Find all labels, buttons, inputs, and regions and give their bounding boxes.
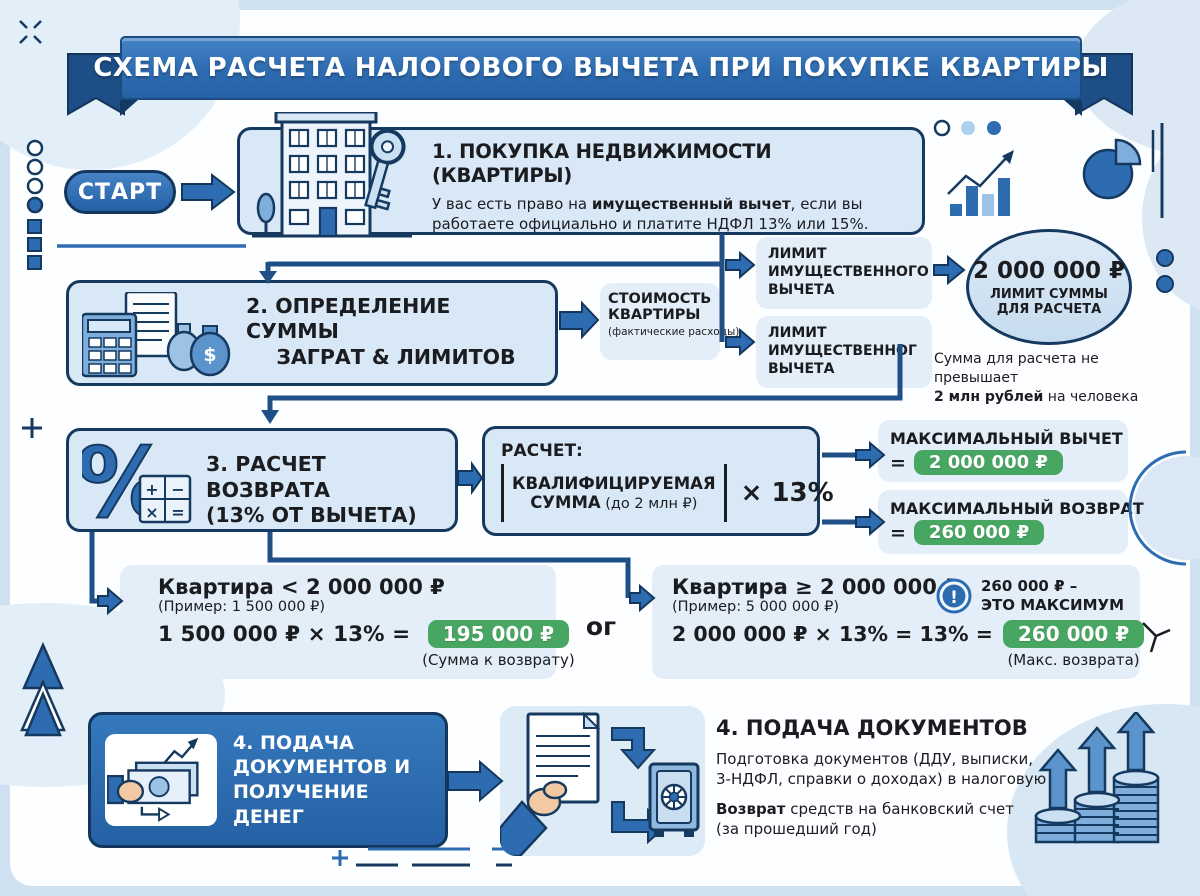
calculator-money-icon: $	[82, 292, 231, 378]
coins-growth-icon	[1034, 712, 1160, 844]
max-deduction-box: МАКСИМАЛЬНЫЙ ВЫЧЕТ = 2 000 000 ₽	[878, 420, 1128, 482]
cost-note: (фактические расходы)	[608, 326, 740, 338]
case-right-box: Квартира ≥ 2 000 000 ₽ (Пример: 5 000 00…	[652, 565, 1145, 679]
step4-left-box: 4. ПОДАЧА ДОКУМЕНТОВ И ПОЛУЧЕНИЕ ДЕНЕГ	[88, 712, 448, 848]
step3-title-line1: 3. РАСЧЕТ ВОЗВРАТА	[206, 452, 330, 502]
step1-title: 1. ПОКУПКА НЕДВИЖИМОСТИ (КВАРТИРЫ)	[432, 140, 772, 188]
start-button: СТАРТ	[64, 170, 176, 214]
svg-text:−: −	[171, 480, 184, 499]
step4-right-text: 4. ПОДАЧА ДОКУМЕНТОВ Подготовка документ…	[716, 716, 1052, 839]
step1-body: У вас есть право на имущественный вычет,…	[432, 194, 869, 233]
step3-box	[66, 428, 458, 532]
key-icon	[364, 128, 406, 211]
calc-label: РАСЧЕТ:	[501, 441, 583, 461]
svg-text:$: $	[203, 344, 216, 366]
step4-right-title: 4. ПОДАЧА ДОКУМЕНТОВ	[716, 716, 1028, 740]
percent-calc-icon: % +− ×=	[82, 438, 192, 526]
bracket-left	[501, 464, 504, 522]
limit-circle: 2 000 000 ₽ ЛИМИТ СУММЫ ДЛЯ РАСЧЕТА	[966, 229, 1132, 345]
max-return-value: 260 000 ₽	[913, 520, 1045, 545]
case-left-box: Квартира < 2 000 000 ₽ (Пример: 1 500 00…	[120, 565, 575, 679]
limit-top-box: ЛИМИТ ИМУЩЕСТВЕННОГО ВЫЧЕТА	[756, 237, 932, 309]
documents-safe-icon	[500, 706, 705, 856]
step4-left-title: 4. ПОДАЧА ДОКУМЕНТОВ И ПОЛУЧЕНИЕ ДЕНЕГ	[233, 731, 411, 828]
ribbon-tail-right	[1075, 53, 1133, 116]
money-hand-icon	[107, 737, 199, 822]
cost-line2: КВАРТИРЫ	[608, 307, 701, 323]
svg-text:=: =	[171, 503, 184, 522]
limit-note: Сумма для расчета не превышает 2 млн руб…	[934, 351, 1139, 405]
svg-text:×: ×	[145, 503, 158, 522]
svg-text:!: !	[950, 588, 958, 608]
step2-title-line1: 2. ОПРЕДЕЛЕНИЕ СУММЫ	[246, 293, 451, 344]
step3-title-line2: (13% ОТ ВЫЧЕТА)	[206, 503, 417, 528]
money-hand-card	[105, 734, 217, 826]
title-banner: СХЕМА РАСЧЕТА НАЛОГОВОГО ВЫЧЕТА ПРИ ПОКУ…	[93, 36, 1108, 100]
case-left-formula: 1 500 000 ₽ × 13% =	[158, 622, 411, 647]
case-right-value: 260 000 ₽	[1002, 620, 1145, 648]
max-deduction-value: 2 000 000 ₽	[913, 450, 1063, 475]
case-right-formula: 2 000 000 ₽ × 13% = 13% =	[672, 622, 993, 646]
or-label: ог	[585, 612, 617, 641]
start-label: СТАРТ	[77, 179, 163, 205]
building-key-icon	[252, 112, 412, 238]
svg-text:+: +	[145, 480, 158, 499]
bracket-right	[723, 464, 727, 522]
max-warning: ! 260 000 ₽ – ЭТО МАКСИМУМ	[935, 577, 1124, 615]
max-return-box: МАКСИМАЛЬНЫЙ ВОЗВРАТ = 260 000 ₽	[878, 490, 1144, 554]
cost-box: СТОИМОСТЬ КВАРТИРЫ (фактические расходы)	[600, 283, 740, 360]
limit-bottom-box: ЛИМИТ ИМУЩЕСТВЕННОГ ВЫЧЕТА	[756, 316, 932, 388]
blob-top-right	[1075, 0, 1200, 158]
ribbon-tail-left	[67, 53, 125, 116]
calc-multiplier: × 13%	[740, 478, 834, 508]
cost-line1: СТОИМОСТЬ	[608, 291, 712, 307]
exclamation-icon: !	[936, 578, 972, 614]
limit-amount: 2 000 000 ₽	[972, 257, 1126, 284]
calc-formula-box: РАСЧЕТ: КВАЛИФИЦИРУЕМАЯ СУММА (до 2 млн …	[482, 426, 834, 536]
case-left-value: 195 000 ₽	[427, 620, 570, 648]
page-title: СХЕМА РАСЧЕТА НАЛОГОВОГО ВЫЧЕТА ПРИ ПОКУ…	[93, 53, 1109, 83]
step2-title-line2: ЗАГРАТ & ЛИМИТОВ	[276, 344, 516, 369]
